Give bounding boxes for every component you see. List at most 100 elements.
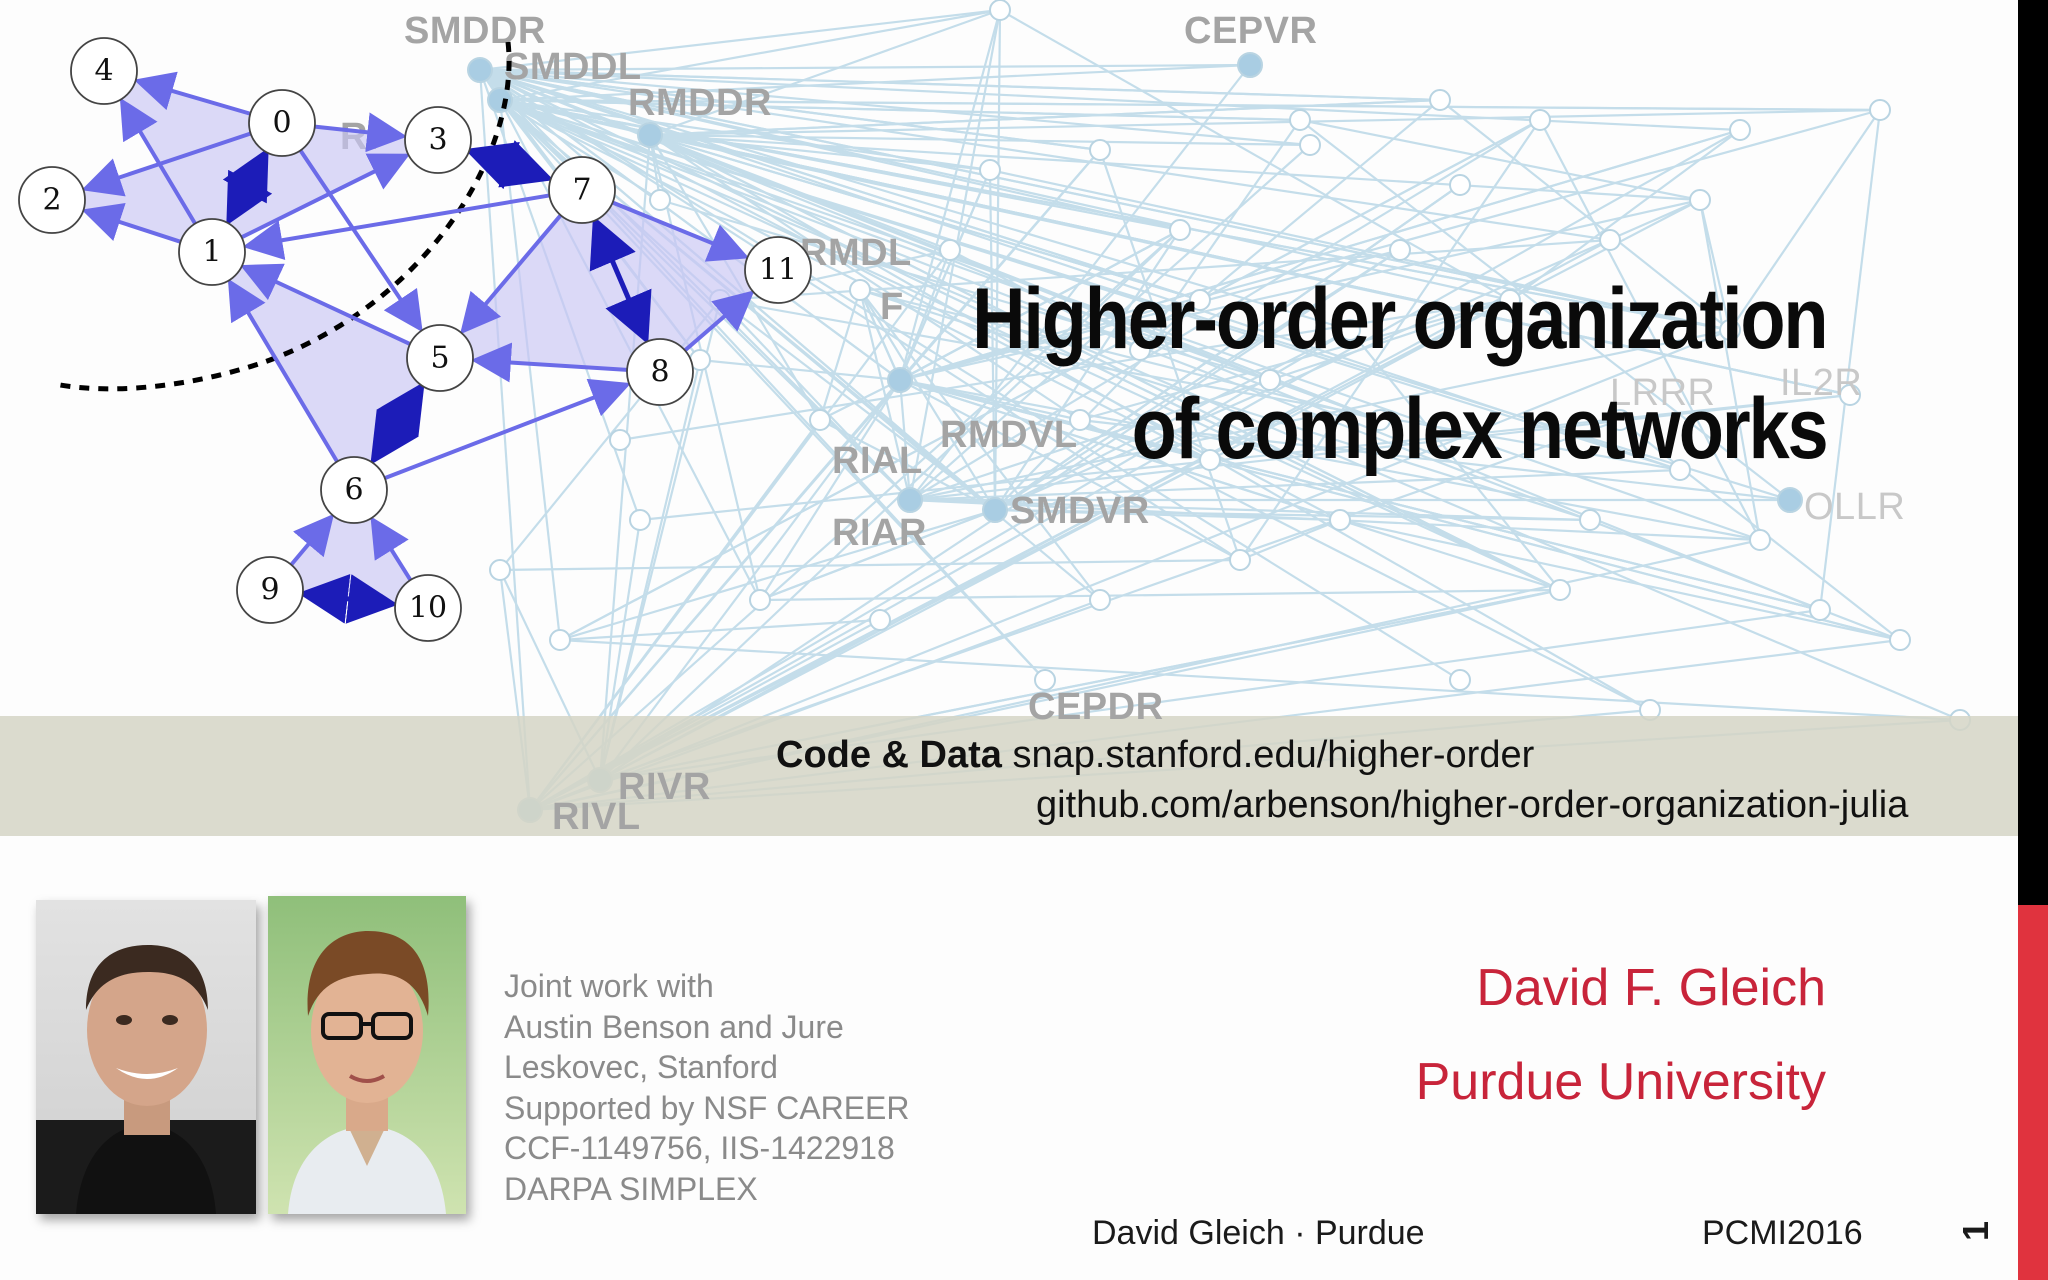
bg-node bbox=[1609, 409, 1631, 431]
bg-node bbox=[1237, 52, 1263, 78]
bg-edge bbox=[1509, 129, 1741, 301]
bg-edge bbox=[1339, 518, 1901, 642]
github-url-link[interactable]: github.com/arbenson/higher-order-organiz… bbox=[1036, 784, 1909, 826]
bg-node bbox=[549, 629, 571, 651]
motif-edge bbox=[242, 193, 550, 260]
bg-edge bbox=[479, 68, 1731, 332]
bg-node bbox=[1599, 229, 1621, 251]
bg-edge bbox=[599, 239, 1611, 781]
motif-edge bbox=[227, 278, 339, 463]
bg-node bbox=[1529, 109, 1551, 131]
bg-edge bbox=[899, 248, 1401, 382]
bg-edge bbox=[649, 133, 1311, 147]
bg-label-rmdvl: RMDVL bbox=[940, 414, 1078, 456]
bg-node bbox=[1089, 589, 1111, 611]
bg-edge bbox=[499, 99, 1211, 461]
joint-work-text: Joint work with Austin Benson and Jure L… bbox=[504, 966, 910, 1209]
bg-edge bbox=[1098, 149, 1242, 561]
author-name: David F. Gleich bbox=[1476, 959, 1826, 1017]
bg-label-smddl: SMDDL bbox=[504, 46, 642, 88]
motif-node-0: 0 bbox=[248, 89, 316, 157]
bg-edge bbox=[479, 63, 1251, 72]
bg-edge bbox=[858, 289, 912, 501]
bg-node bbox=[1669, 459, 1691, 481]
bg-edge bbox=[479, 68, 1201, 302]
bg-label-riar: RIAR bbox=[832, 512, 927, 554]
motif-edge bbox=[133, 71, 251, 116]
bg-edge bbox=[499, 98, 1181, 232]
bg-edge bbox=[649, 133, 1701, 202]
bg-edge bbox=[988, 169, 997, 511]
bg-label-rmdl: RMDL bbox=[800, 232, 912, 274]
bg-edge bbox=[759, 508, 996, 602]
bg-edge bbox=[479, 69, 1461, 681]
code-data-line: Code & Data snap.stanford.edu/higher-ord… bbox=[776, 734, 1534, 777]
bg-edge bbox=[559, 618, 881, 642]
bg-node bbox=[982, 497, 1008, 523]
motif-node-11: 11 bbox=[744, 236, 812, 304]
bg-edge bbox=[818, 289, 862, 421]
bg-edge bbox=[479, 68, 1511, 302]
motif-node-label: 0 bbox=[272, 106, 291, 141]
motif-edge bbox=[314, 112, 408, 153]
bg-edge bbox=[1269, 378, 1381, 422]
bg-edge bbox=[949, 249, 1141, 351]
slide-number: 1 bbox=[1955, 1220, 1997, 1242]
bg-edge bbox=[899, 128, 1741, 382]
bg-node bbox=[1034, 669, 1056, 691]
bg-node bbox=[1429, 89, 1451, 111]
bg-edge bbox=[479, 68, 1101, 152]
motif-edge bbox=[81, 131, 252, 197]
motif-node-label: 1 bbox=[202, 235, 221, 270]
bg-node bbox=[869, 609, 891, 631]
cut-boundary-curve bbox=[59, 41, 512, 392]
bg-node bbox=[1129, 339, 1151, 361]
bg-edge bbox=[479, 8, 1001, 72]
motif-node-8: 8 bbox=[626, 338, 694, 406]
motif-triangle bbox=[212, 252, 440, 490]
joint-work-line: DARPA SIMPLEX bbox=[504, 1170, 758, 1207]
motif-node-label: 9 bbox=[260, 573, 279, 608]
motif-edge bbox=[289, 513, 335, 567]
motif-bidirectional-edge bbox=[370, 381, 425, 465]
bg-edge bbox=[859, 289, 996, 511]
bg-node bbox=[649, 189, 671, 211]
bg-edge bbox=[819, 379, 901, 421]
bg-edge bbox=[1239, 119, 1541, 561]
bg-edge bbox=[719, 298, 1681, 472]
motif-node-label: 2 bbox=[42, 183, 61, 218]
bg-edge bbox=[559, 119, 1541, 641]
bg-edge bbox=[1349, 329, 1561, 591]
bg-edge bbox=[993, 9, 1002, 511]
motif-node-3: 3 bbox=[404, 106, 472, 174]
bg-edge bbox=[479, 68, 1441, 102]
motif-node-6: 6 bbox=[320, 456, 388, 524]
bg-node bbox=[1689, 189, 1711, 211]
bg-label-rial: RIAL bbox=[832, 440, 923, 482]
motif-edge bbox=[470, 342, 628, 383]
bg-edge bbox=[479, 68, 1611, 242]
bg-edge bbox=[479, 69, 901, 381]
bg-node bbox=[1839, 384, 1861, 406]
snap-url-link[interactable]: snap.stanford.edu/higher-order bbox=[1012, 734, 1535, 776]
bg-edge bbox=[1139, 119, 1301, 351]
motif-node-label: 8 bbox=[650, 355, 669, 390]
bg-node bbox=[887, 367, 913, 393]
bg-edge bbox=[598, 299, 722, 781]
bg-node bbox=[629, 509, 651, 531]
bg-edge bbox=[499, 558, 1241, 572]
code-data-band bbox=[0, 716, 2020, 836]
bg-edge bbox=[498, 99, 562, 641]
bg-edge bbox=[994, 249, 1401, 511]
bg-label-cepdr: CEPDR bbox=[1028, 686, 1164, 728]
bg-edge bbox=[1079, 419, 1651, 711]
motif-node-5: 5 bbox=[406, 324, 474, 392]
bg-edge bbox=[719, 299, 911, 501]
bg-edge bbox=[859, 289, 1101, 601]
bg-label-il2r: IL2R bbox=[1780, 362, 1863, 404]
bg-label-rmddr: RMDDR bbox=[628, 82, 772, 124]
bg-edge bbox=[1079, 298, 1511, 422]
motif-edges bbox=[81, 71, 755, 624]
motif-bidirectional-edge bbox=[222, 147, 273, 226]
bg-edge bbox=[499, 98, 1881, 112]
